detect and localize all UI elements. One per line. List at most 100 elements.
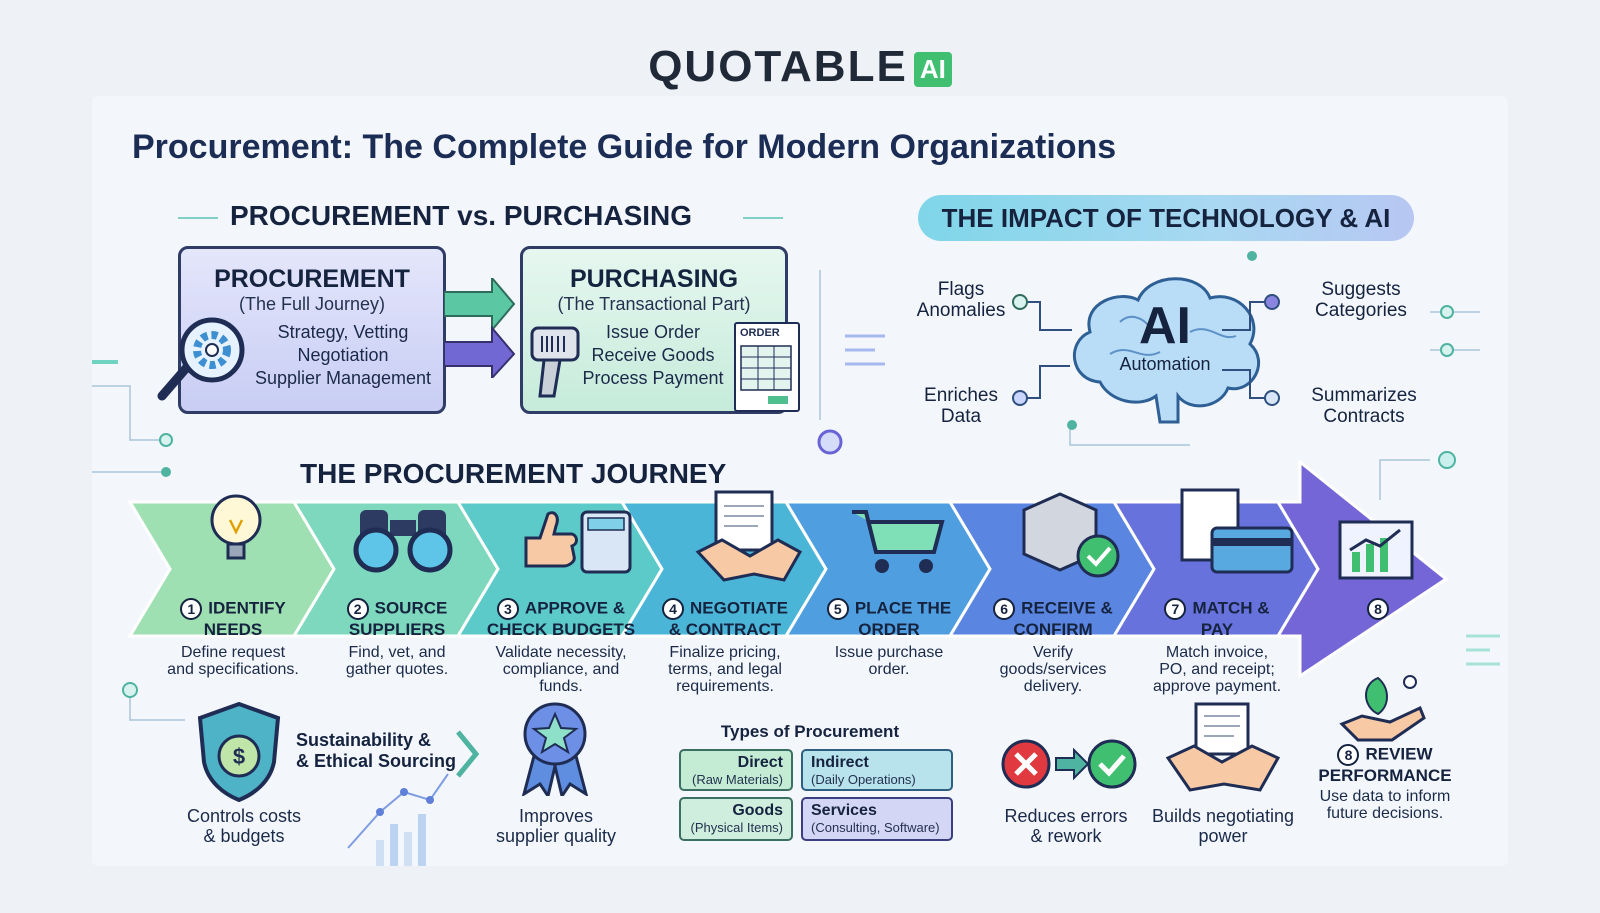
benefit-text: Improves [518,806,594,826]
step-desc-line: order. [868,661,910,678]
ai-connectors [1012,294,1280,406]
step-desc-line: Issue purchase [834,644,944,661]
type-direct: Direct(Raw Materials) [679,749,793,791]
step-desc-line: funds. [539,678,583,695]
ai-feature-text: Data [940,406,982,427]
step-number-badge: 6 [993,598,1016,620]
benefit-text: & rework [1030,826,1102,846]
binoculars-icon [353,510,453,573]
growth-bars-icon [347,730,480,866]
order-table-icon [740,345,792,404]
type-sub: (Consulting, Software) [811,820,940,835]
type-name: Goods [732,802,783,819]
step-name: ORDER [858,620,920,639]
type-sub: (Daily Operations) [811,772,916,787]
purchasing-card-title: PURCHASING [569,265,739,293]
review-desc: Use data to inform [1319,788,1451,805]
comparison-arrows [444,278,516,378]
journey-step-8: 8 [1306,598,1456,620]
benefit-text: & Ethical Sourcing [296,751,457,771]
ai-feature-text: Anomalies [916,300,1006,321]
performance-chart-icon [1338,520,1414,580]
benefit-text: Sustainability & [296,730,432,750]
thumbs-up-calculator-icon [524,510,632,574]
type-sub: (Raw Materials) [691,772,783,787]
benefit-text: Controls costs [186,806,302,826]
step-name: MATCH & [1192,598,1270,618]
review-title: REVIEW [1365,744,1433,764]
step-number-badge: 8 [1337,744,1360,766]
step-number-badge: 7 [1164,598,1187,620]
step-name: PAY [1200,620,1234,639]
benefit-errors: Reduces errors& rework [996,806,1136,846]
benefit-text: supplier quality [495,826,617,846]
ai-feature-text: Summarizes [1311,385,1417,406]
purchasing-card-subtitle: (The Transactional Part) [557,294,751,314]
logo-badge: AI [913,51,952,87]
type-name: Indirect [811,754,869,771]
hand-plant-icon [1339,675,1426,742]
procurement-card-subtitle: (The Full Journey) [238,294,386,314]
vs-heading: PROCUREMENT vs. PURCHASING [230,200,693,231]
step-name: IDENTIFY [208,598,286,618]
step-desc-line: compliance, and [502,661,620,678]
step-desc-line: and specifications. [167,661,299,678]
magnifier-gear-icon [157,317,245,401]
benefit-sustainability: Sustainability && Ethical Sourcing [296,730,456,772]
type-name: Direct [737,754,783,771]
step-desc-line: Find, vet, and [348,644,446,661]
step-desc-line: Validate necessity, [495,644,627,661]
step-desc-line: approve payment. [1152,678,1282,695]
barcode-scanner-icon [530,326,580,398]
step-name: RECEIVE & [1021,598,1113,618]
step-name: SOURCE [374,598,448,618]
ai-feature-text: Suggests [1321,279,1401,300]
step-number-badge: 8 [1367,598,1389,620]
benefit-costs: Controls costs& budgets [164,806,324,846]
procurement-line: Negotiation [297,345,389,365]
benefit-text: Builds negotiating [1151,806,1295,826]
order-document-label: ORDER [740,327,780,339]
step-name: NEGOTIATE [690,598,788,618]
step-desc-line: Match invoice, [1165,644,1269,661]
benefit-text: power [1198,826,1248,846]
error-to-check-icon [1001,739,1137,789]
package-check-icon [1022,492,1120,578]
step-name: CHECK BUDGETS [486,620,636,639]
procurement-card-title: PROCUREMENT [214,265,410,293]
page-title: Procurement: The Complete Guide for Mode… [132,128,1117,166]
step-number-badge: 5 [826,598,849,620]
type-services: Services(Consulting, Software) [801,797,953,841]
step-name: CONFIRM [1013,620,1093,639]
review-title: PERFORMANCE [1318,766,1452,785]
step-number-badge: 3 [496,598,519,620]
step-desc-line: delivery. [1023,678,1083,695]
ai-brain-icon [1073,277,1261,424]
step-desc-line: Define request [180,644,286,661]
benefit-text: Reduces errors [1004,806,1128,826]
order-document-icon: ORDER [734,322,800,412]
step-name: APPROVE & [524,598,626,618]
types-heading: Types of Procurement [720,722,900,741]
benefit-text: & budgets [203,826,285,846]
step-desc-line: requirements. [676,678,774,695]
type-name: Services [811,802,877,819]
invoice-card-icon [1180,488,1294,574]
step-desc-line: Verify [1032,644,1073,661]
step-desc-line: terms, and legal [668,661,782,678]
